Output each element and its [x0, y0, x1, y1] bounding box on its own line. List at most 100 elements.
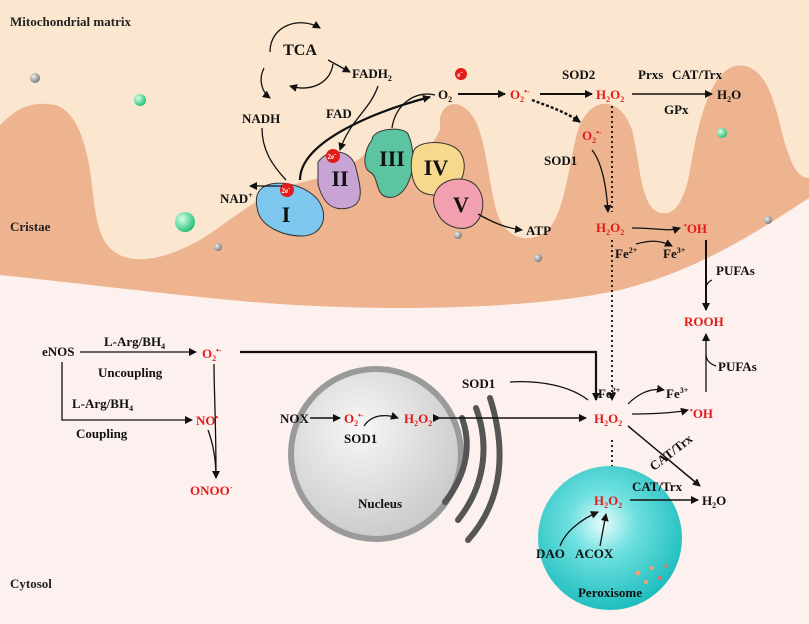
arrow-fadh2-to-II: [338, 85, 379, 151]
nad-label: NAD+: [220, 191, 253, 206]
atp-label: ATP: [526, 223, 551, 238]
larg-label-2: L-Arg/BH4: [72, 396, 133, 413]
cytosol-label: Cytosol: [10, 576, 52, 591]
coupling-label: Coupling: [76, 426, 128, 441]
arrow-to-atp: [477, 213, 523, 234]
acox-label: ACOX: [575, 546, 614, 561]
complex-I: I: [255, 182, 324, 237]
matrix-label: Mitochondrial matrix: [10, 14, 131, 29]
svg-text:II: II: [331, 166, 348, 191]
arrow-tca-fadh2: [327, 59, 351, 73]
nadh-label: NADH: [242, 111, 280, 126]
svg-text:2e-: 2e-: [328, 150, 338, 161]
svg-text:2e-: 2e-: [282, 184, 292, 195]
tca-label: TCA: [283, 42, 317, 59]
complex-V: V: [433, 178, 484, 229]
hydroxyl-mito: •OH: [684, 221, 707, 236]
svg-text:V: V: [453, 192, 469, 217]
h2o2-cytosol: H2O2: [594, 411, 622, 428]
sod1-label-mito: SOD1: [544, 153, 577, 168]
fe3-mito: Fe3+: [663, 246, 686, 261]
cat-trx-label-perox: CAT/Trx: [632, 479, 683, 494]
tca-cycle: TCA: [260, 20, 334, 99]
arrow-electron-leak: [298, 94, 431, 181]
no-label: NO•: [196, 413, 219, 428]
svg-text:III: III: [379, 146, 405, 171]
arrow-acox: [599, 513, 609, 547]
sod1-cyto-link: [509, 381, 589, 401]
superoxide-nox: O2•-: [344, 411, 364, 428]
onoo-label: ONOO-: [190, 483, 233, 498]
grey-particle: [30, 73, 40, 83]
nox-label: NOX: [280, 411, 310, 426]
arrow-fe-mito: [635, 239, 673, 247]
h2o2-peroxisome: H2O2: [594, 493, 622, 510]
complex-III: III: [364, 128, 414, 198]
gpx-label: GPx: [664, 102, 689, 117]
larg-label-1: L-Arg/BH4: [104, 334, 165, 351]
arrow-cat-trx-cyto: [627, 425, 701, 487]
nucleus-label: Nucleus: [358, 496, 402, 511]
mitochondrial-matrix: [0, 0, 809, 260]
electron-single: e-: [455, 68, 467, 80]
arrow-nox-sod1: [363, 411, 399, 427]
arrow-sod1-mito: [591, 149, 612, 213]
cristae-label: Cristae: [10, 219, 51, 234]
superoxide-mito: O2•-: [510, 87, 530, 104]
arrow-fe-cyto: [627, 384, 665, 405]
peroxisome: Peroxisome: [538, 466, 682, 610]
arrow-coupling: [61, 362, 193, 424]
green-particle: [134, 94, 146, 106]
dao-label: DAO: [536, 546, 565, 561]
enos-label: eNOS: [42, 344, 75, 359]
arrow-dao: [559, 511, 599, 547]
pufas-merge-bottom: [705, 353, 717, 367]
hydroxyl-cyto: •OH: [690, 406, 713, 421]
grey-particle: [214, 243, 222, 251]
grey-particle: [764, 216, 772, 224]
grey-particle: [454, 231, 462, 239]
fe2-mito: Fe2+: [615, 246, 638, 261]
arrow-superoxide-to-onoo: [213, 363, 217, 479]
green-particle: [717, 128, 727, 138]
fad-label: FAD: [326, 106, 352, 121]
green-particle: [175, 212, 195, 232]
svg-text:I: I: [282, 202, 291, 227]
arrow-fenton-mito: [631, 226, 681, 235]
sod1-label-nox: SOD1: [344, 431, 377, 446]
rooh-label: ROOH: [684, 314, 724, 329]
h2o-cyto: H2O: [702, 493, 726, 510]
electron-pair-I: 2e-: [280, 183, 294, 197]
h2o2-matrix: H2O2: [596, 87, 624, 104]
prxs-label: Prxs: [638, 67, 663, 82]
h2o2-nox: H2O2: [404, 411, 432, 428]
sod2-label: SOD2: [562, 67, 595, 82]
pufas-merge-top: [705, 279, 713, 291]
arrow-III-to-o2: [391, 93, 436, 129]
svg-text:e-: e-: [457, 68, 463, 79]
fadh2-label: FADH2: [352, 66, 392, 83]
fe2-cyto: Fe2+: [598, 386, 621, 401]
electron-pair-II: 2e-: [326, 149, 340, 163]
pufas-label-top: PUFAs: [716, 263, 755, 278]
grey-particle: [534, 254, 542, 262]
uncoupling-label: Uncoupling: [98, 365, 163, 380]
h2o-mito: H2O: [717, 87, 741, 104]
complex-II: II: [317, 151, 361, 210]
o2-label: O2: [438, 87, 452, 104]
h2o2-ims: H2O2: [596, 220, 624, 237]
svg-text:IV: IV: [424, 155, 449, 180]
arrow-enos-superoxide-to-h2o2: [240, 350, 600, 401]
arrow-superoxide-to-ims: [531, 98, 581, 123]
pufas-label-bottom: PUFAs: [718, 359, 757, 374]
superoxide-enos: O2•-: [202, 346, 222, 363]
peroxisome-label: Peroxisome: [578, 585, 642, 600]
sod1-label-cyto: SOD1: [462, 376, 495, 391]
fe3-cyto: Fe3+: [666, 386, 689, 401]
arrow-nadh-to-I: [261, 127, 287, 181]
arrow-fenton-cyto: [631, 407, 689, 416]
superoxide-ims: O2•-: [582, 128, 602, 145]
cat-trx-label-mito: CAT/Trx: [672, 67, 723, 82]
